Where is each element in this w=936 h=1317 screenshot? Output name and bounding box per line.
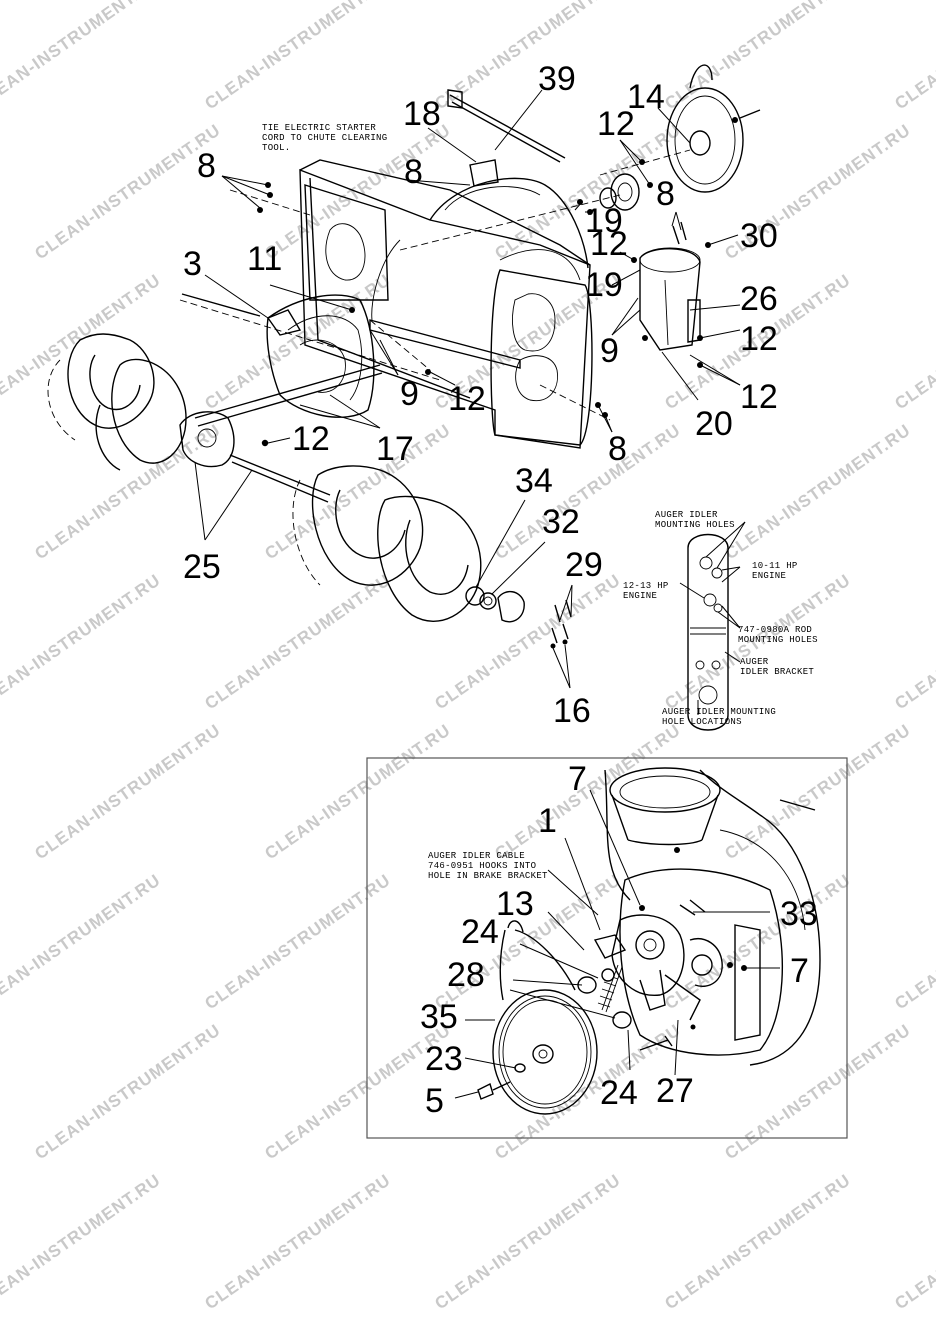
watermark-text: CLEAN-INSTRUMENT.RU [31, 720, 224, 863]
callout-30: 30 [740, 217, 778, 255]
watermark-text: CLEAN-INSTRUMENT.RU [891, 870, 936, 1013]
note-engine-10-11: ENGINE [752, 571, 786, 581]
watermark-text: CLEAN-INSTRUMENT.RU [0, 570, 164, 713]
callout-12: 12 [740, 378, 778, 416]
watermark-text: CLEAN-INSTRUMENT.RU [891, 0, 936, 113]
note-engine-10-11: 10-11 HP [752, 561, 798, 571]
callout-12: 12 [292, 420, 330, 458]
note-idler-cable: 746-0951 HOOKS INTO [428, 861, 536, 871]
callout-11: 11 [247, 240, 282, 278]
watermark-text: CLEAN-INSTRUMENT.RU [0, 0, 164, 113]
watermark-text: CLEAN-INSTRUMENT.RU [721, 720, 914, 863]
callout-33: 33 [780, 895, 818, 933]
callout-14: 14 [627, 78, 665, 116]
callout-29: 29 [565, 546, 603, 584]
watermark-text: CLEAN-INSTRUMENT.RU [431, 1170, 624, 1313]
watermark-text: CLEAN-INSTRUMENT.RU [661, 0, 854, 113]
callout-12: 12 [590, 225, 628, 263]
callout-12: 12 [597, 105, 635, 143]
callout-32: 32 [542, 503, 580, 541]
watermark-text: CLEAN-INSTRUMENT.RU [31, 120, 224, 263]
watermark-text: CLEAN-INSTRUMENT.RU [891, 270, 936, 413]
watermark-text: CLEAN-INSTRUMENT.RU [491, 720, 684, 863]
watermark-text: CLEAN-INSTRUMENT.RU [431, 570, 624, 713]
watermark-text: CLEAN-INSTRUMENT.RU [201, 870, 394, 1013]
watermark-text: CLEAN-INSTRUMENT.RU [891, 1170, 936, 1313]
note-starter-cord: TOOL. [262, 143, 291, 153]
watermark-text: CLEAN-INSTRUMENT.RU [201, 570, 394, 713]
auger-idler-bracket [679, 521, 746, 731]
callout-12: 12 [448, 380, 486, 418]
callout-17: 17 [376, 430, 414, 468]
callout-28: 28 [447, 956, 485, 994]
callout-13: 13 [496, 885, 534, 923]
callout-35: 35 [420, 998, 458, 1036]
callout-1: 1 [538, 802, 557, 840]
watermark-text: CLEAN-INSTRUMENT.RU [261, 720, 454, 863]
callout-7: 7 [790, 952, 809, 990]
watermark-text: CLEAN-INSTRUMENT.RU [201, 0, 394, 113]
callout-8: 8 [197, 147, 216, 185]
note-idler-mounting-holes: MOUNTING HOLES [655, 520, 735, 530]
pulley-detail-view [366, 757, 848, 1139]
callout-20: 20 [695, 405, 733, 443]
callout-8: 8 [608, 430, 627, 468]
note-idler-mounting-holes: AUGER IDLER [655, 510, 718, 520]
callout-27: 27 [656, 1072, 694, 1110]
note-starter-cord: TIE ELECTRIC STARTER [262, 123, 376, 133]
callout-26: 26 [740, 280, 778, 318]
note-starter-cord: CORD TO CHUTE CLEARING [262, 133, 387, 143]
leader-lines [194, 89, 780, 1099]
note-idler-bracket: AUGER [740, 657, 769, 667]
callout-24: 24 [461, 913, 499, 951]
note-rod-mounting-holes: MOUNTING HOLES [738, 635, 818, 645]
auger-housing-assembly [47, 64, 761, 649]
callout-19: 19 [585, 266, 623, 304]
watermark-text: CLEAN-INSTRUMENT.RU [0, 270, 164, 413]
callout-25: 25 [183, 548, 221, 586]
watermark-text: CLEAN-INSTRUMENT.RU [201, 1170, 394, 1313]
note-hole-locations: HOLE LOCATIONS [662, 717, 742, 727]
note-idler-cable: HOLE IN BRAKE BRACKET [428, 871, 548, 881]
callout-8: 8 [404, 153, 423, 191]
note-idler-cable: AUGER IDLER CABLE [428, 851, 525, 861]
note-rod-mounting-holes: 747-0980A ROD [738, 625, 812, 635]
callout-7: 7 [568, 760, 587, 798]
watermark-text: CLEAN-INSTRUMENT.RU [0, 1170, 164, 1313]
callout-34: 34 [515, 462, 553, 500]
callout-24: 24 [600, 1074, 638, 1112]
note-idler-bracket: IDLER BRACKET [740, 667, 814, 677]
callout-9: 9 [400, 375, 419, 413]
watermark-text: CLEAN-INSTRUMENT.RU [661, 870, 854, 1013]
watermark-text: CLEAN-INSTRUMENT.RU [261, 420, 454, 563]
callout-5: 5 [425, 1082, 444, 1120]
note-hole-locations: AUGER IDLER MOUNTING [662, 707, 776, 717]
callout-3: 3 [183, 245, 202, 283]
callout-9: 9 [600, 332, 619, 370]
callout-39: 39 [538, 60, 576, 98]
watermark-text: CLEAN-INSTRUMENT.RU [661, 1170, 854, 1313]
callout-8: 8 [656, 175, 675, 213]
watermark-text: CLEAN-INSTRUMENT.RU [31, 420, 224, 563]
watermark-text: CLEAN-INSTRUMENT.RU [31, 1020, 224, 1163]
watermark-text: CLEAN-INSTRUMENT.RU [721, 1020, 914, 1163]
callout-12: 12 [740, 320, 778, 358]
callout-16: 16 [553, 692, 591, 730]
watermark-text: CLEAN-INSTRUMENT.RU [431, 0, 624, 113]
watermark-text: CLEAN-INSTRUMENT.RU [891, 570, 936, 713]
watermark-text: CLEAN-INSTRUMENT.RU [0, 870, 164, 1013]
watermark-text: CLEAN-INSTRUMENT.RU [721, 420, 914, 563]
callout-18: 18 [403, 95, 441, 133]
callout-23: 23 [425, 1040, 463, 1078]
note-engine-12-13: 12-13 HP [623, 581, 669, 591]
note-engine-12-13: ENGINE [623, 591, 657, 601]
callout-19: 19 [585, 202, 623, 240]
